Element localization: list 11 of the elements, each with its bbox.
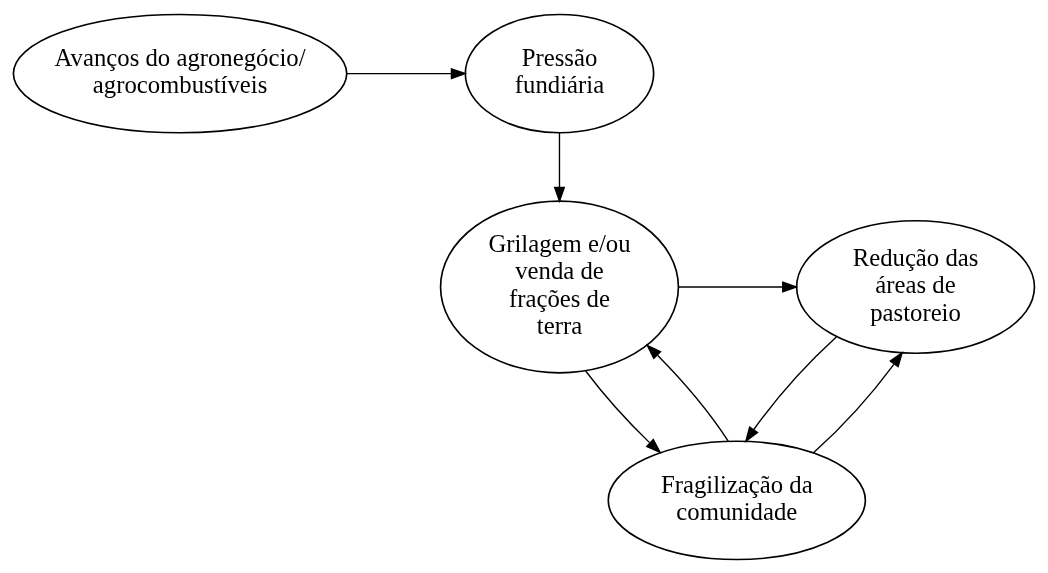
node-ellipse: Grilagem e/ou venda de frações de terra — [439, 199, 680, 374]
arrow — [677, 280, 799, 293]
node-ellipse: Redução das áreas de pastoreio — [795, 219, 1036, 354]
arrow — [584, 369, 662, 454]
node-ellipse: Avanços do agronegócio/ agrocombustíveis — [12, 13, 348, 134]
arrow — [645, 343, 729, 442]
arrow — [553, 131, 566, 203]
node-ellipse: Pressão fundiária — [464, 13, 655, 134]
arrow — [744, 335, 838, 443]
arrow — [346, 67, 468, 79]
arrow — [812, 350, 904, 453]
